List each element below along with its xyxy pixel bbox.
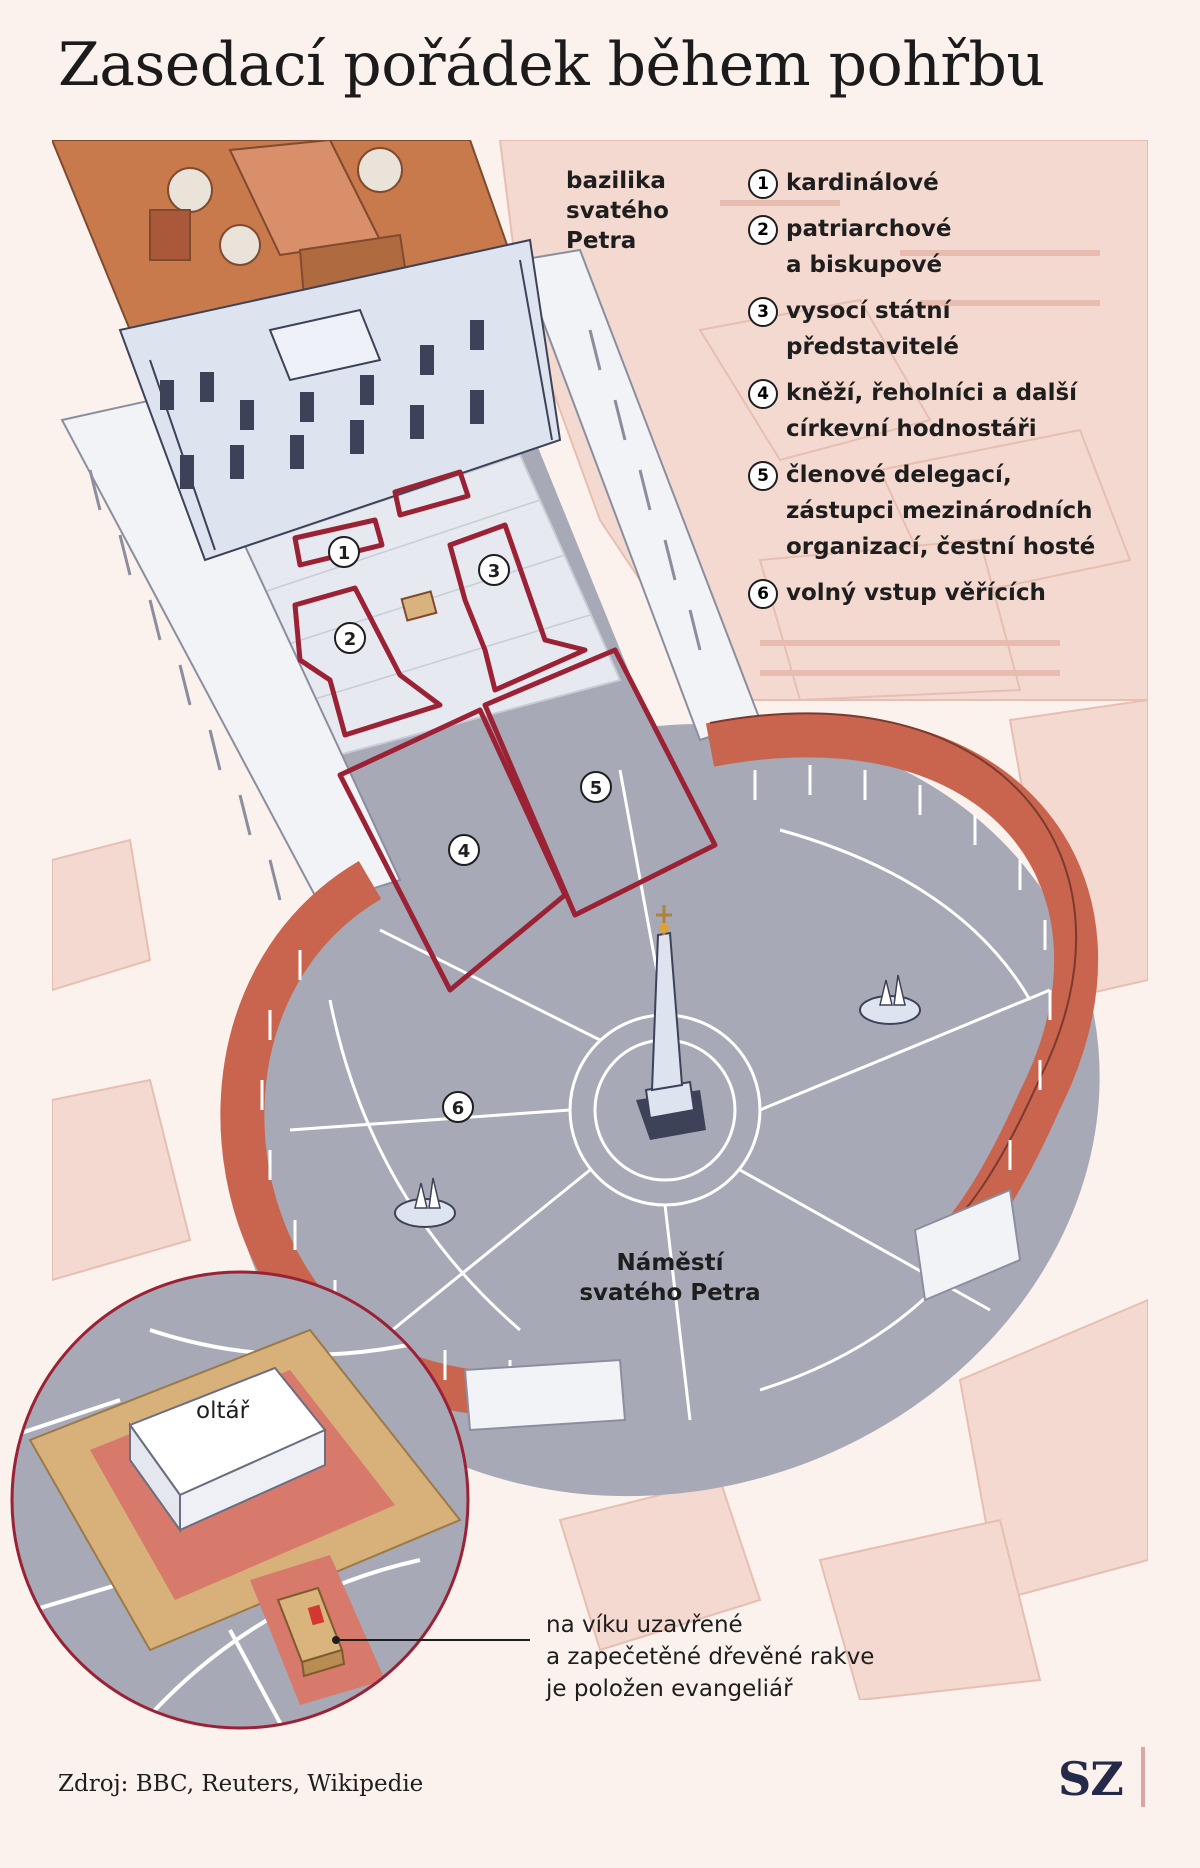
legend-number: 3 [748,297,778,327]
legend-text: patriarchové a biskupové [786,211,951,283]
legend-text: členové delegací, zástupci mezinárodních… [786,457,1095,565]
legend-item-2: 2 patriarchové a biskupové [748,214,1188,283]
legend-item-3: 3 vysocí státní představitelé [748,296,1188,365]
legend-line: zástupci mezinárodních [786,498,1093,524]
publisher-logo: SZ [1058,1752,1124,1806]
building-windows [720,200,1100,676]
legend-line: církevní hodnostáři [786,416,1037,442]
page-title: Zasedací pořádek během pohřbu [58,30,1045,100]
legend: 1 kardinálové 2 patriarchové a biskupové… [748,168,1188,624]
svg-text:1: 1 [338,543,351,564]
legend-item-4: 4 kněží, řeholníci a další církevní hodn… [748,378,1188,447]
legend-line: organizací, čestní hosté [786,534,1096,560]
legend-number: 6 [748,579,778,609]
legend-item-6: 6 volný vstup věřících [748,578,1188,611]
legend-line: kardinálové [786,170,939,196]
source-credit: Zdroj: BBC, Reuters, Wikipedie [58,1771,424,1797]
gospel-book [307,1604,325,1626]
square-label-line: Náměstí [616,1250,724,1276]
zone-1-cardinals-b [392,469,471,518]
legend-number: 4 [748,379,778,409]
zone-marker-5: 5 [580,771,612,803]
basilica-facade [118,238,562,562]
seating-zones [292,469,718,993]
fountain-right [859,974,921,1025]
zone-markers: 1 2 3 4 5 6 [328,536,612,1123]
square-label-line: svatého Petra [579,1280,761,1306]
legend-number: 1 [748,169,778,199]
coffin-note: na víku uzavřené a zapečetěné dřevěné ra… [546,1609,874,1705]
basilica-label-line: Petra [566,228,637,254]
basilica [52,140,562,562]
basilica-label: bazilika svatého Petra [566,166,669,256]
legend-line: patriarchové [786,216,952,242]
legend-item-5: 5 členové delegací, zástupci mezinárodní… [748,460,1188,565]
basilica-label-line: svatého [566,198,669,224]
legend-line: představitelé [786,334,960,360]
legend-line: vysocí státní [786,298,951,324]
legend-text: kardinálové [786,165,939,201]
zone-marker-2: 2 [334,622,366,654]
legend-line: členové delegací, [786,462,1012,488]
basilica-label-line: bazilika [566,168,666,194]
left-corridor-roof [60,393,402,907]
svg-text:4: 4 [458,841,471,862]
right-corridor-columns [588,329,702,651]
svg-text:5: 5 [590,778,603,799]
svg-text:3: 3 [488,561,501,582]
altar-inset [10,1270,470,1730]
note-line: na víku uzavřené [546,1612,743,1638]
note-line: je položen evangeliář [546,1676,793,1702]
legend-line: a biskupové [786,252,943,278]
zone-marker-3: 3 [478,554,510,586]
zone-marker-1: 1 [328,536,360,568]
fountain-left [394,1177,456,1228]
zone-marker-6: 6 [442,1091,474,1123]
zone-3-officials [447,522,588,693]
logo-accent-bar [1141,1747,1145,1807]
callout-leader [332,1636,530,1644]
right-pavilion [913,1188,1022,1302]
note-line: a zapečetěné dřevěné rakve [546,1644,875,1670]
legend-text: kněží, řeholníci a další církevní hodnos… [786,375,1077,447]
altar-label: oltář [196,1398,250,1424]
legend-number: 5 [748,461,778,491]
left-pavilion [463,1358,627,1432]
legend-item-1: 1 kardinálové [748,168,1188,201]
coffin [276,1586,346,1678]
svg-text:2: 2 [344,629,357,650]
zone-5-delegations [482,647,718,918]
zone-1-cardinals [292,517,385,568]
legend-line: volný vstup věřících [786,580,1046,606]
obelisk [636,905,706,1140]
legend-text: volný vstup věřících [786,575,1046,611]
left-corridor-columns [88,469,282,901]
square-label: Náměstí svatého Petra [540,1248,800,1308]
zone-2-patriarchs [292,585,443,738]
legend-text: vysocí státní představitelé [786,293,959,365]
altar-miniature [400,590,438,622]
legend-number: 2 [748,215,778,245]
zone-marker-4: 4 [448,834,480,866]
legend-line: kněží, řeholníci a další [786,380,1078,406]
svg-text:6: 6 [452,1098,465,1119]
